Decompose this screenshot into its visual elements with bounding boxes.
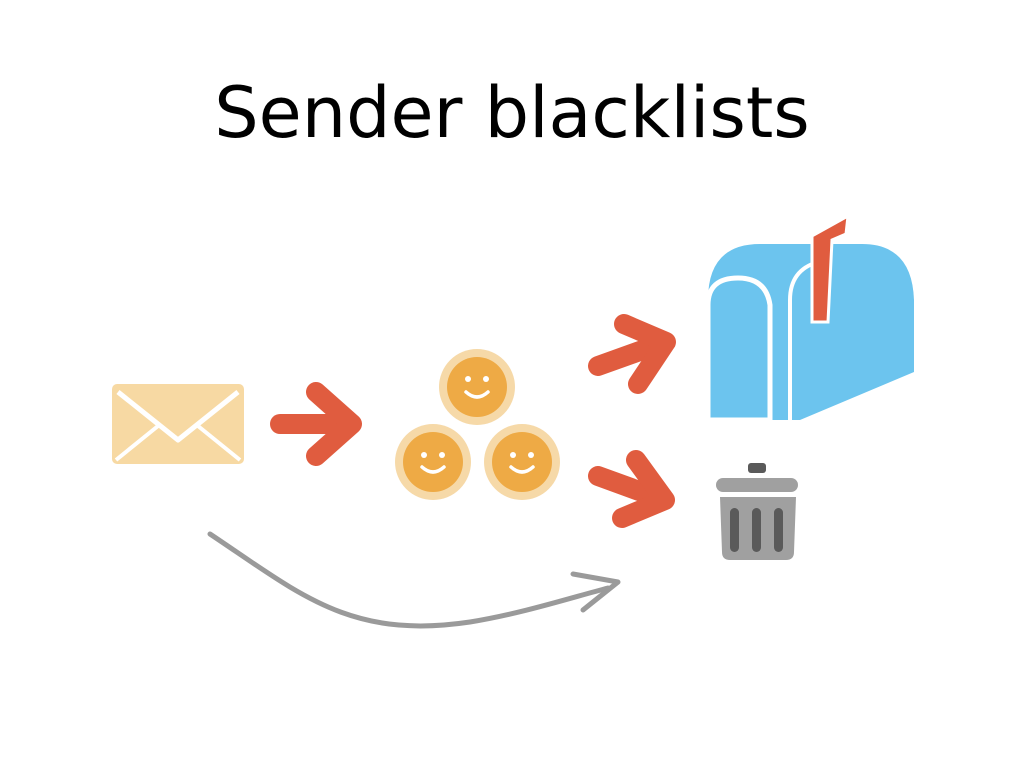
- people-group-icon: [395, 349, 560, 500]
- person-face-left: [395, 424, 471, 500]
- person-face-top: [439, 349, 515, 425]
- arrow-email-bypass-to-trash: [207, 531, 621, 629]
- envelope-icon: [112, 384, 244, 464]
- slide-title: Sender blacklists: [214, 72, 810, 154]
- arrow-email-to-people: [270, 382, 362, 466]
- mailbox-icon: [705, 213, 914, 423]
- arrow-people-to-mailbox: [588, 314, 676, 394]
- mailbox-flag-icon: [810, 213, 850, 324]
- person-face-right: [484, 424, 560, 500]
- trash-can-icon: [716, 463, 798, 560]
- arrow-people-to-trash: [588, 450, 675, 528]
